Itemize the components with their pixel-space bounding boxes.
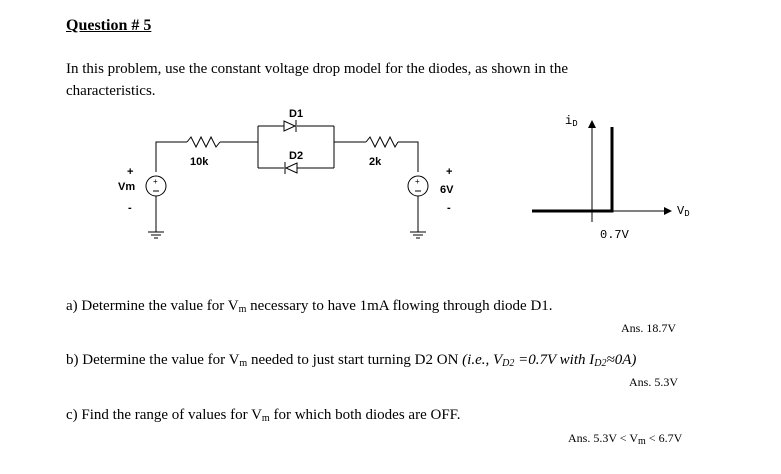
part-c-answer: Ans. 5.3V < Vm < 6.7V [568,431,683,447]
resistor-10k [186,135,221,149]
knee-voltage-label: 0.7V [600,228,630,242]
id-axis-arrow [588,120,596,128]
ground-left [148,231,164,239]
v6-plus: + [446,166,452,178]
v6-minus: - [447,202,451,214]
part-b-answer: Ans. 5.3V [629,375,679,389]
label-d1: D1 [289,108,303,120]
label-r1: 10k [190,156,209,168]
vd-label: VD [677,204,690,219]
svg-text:+: + [153,177,158,186]
resistor-2k [365,135,399,149]
svg-text:+: + [415,177,420,186]
vm-minus: - [128,202,132,214]
ground-right [410,231,426,239]
wire-right-top [398,141,419,172]
diode-d2 [284,162,298,174]
problem-intro: In this problem, use the constant voltag… [66,61,568,99]
part-a-answer: Ans. 18.7V [621,321,677,335]
part-a: a) Determine the value for Vm necessary … [66,298,553,315]
label-r2: 2k [369,156,382,168]
diode-curve [532,127,614,213]
diode-d1 [283,120,297,132]
wire-left-top [155,141,187,172]
circuit-diagram: + + D1 D2 10k 2k Vm 6V + - + - iD VD 0.7… [118,108,690,242]
label-6v: 6V [440,184,454,196]
label-d2: D2 [289,150,303,162]
iv-characteristic [532,120,672,222]
part-c: c) Find the range of values for Vm for w… [66,407,461,424]
vm-plus: + [127,166,133,178]
question-title: Question # 5 [66,17,152,34]
vd-axis-arrow [664,207,672,215]
id-label: iD [565,114,578,129]
part-b: b) Determine the value for Vm needed to … [66,352,637,369]
label-vm: Vm [118,181,135,193]
